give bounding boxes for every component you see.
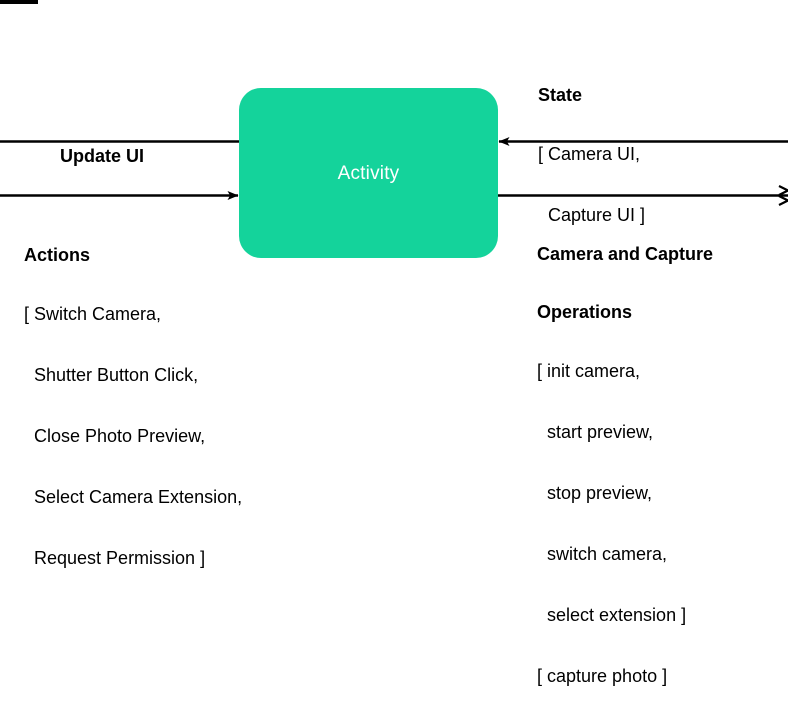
edge-label-actions: Actions [ Switch Camera, Shutter Button … [24,208,242,607]
edge-label-camera-operations-item: switch camera, [537,544,668,564]
edge-label-state: State [ Camera UI, Capture UI ] [538,48,645,264]
edge-label-camera-operations-item: start preview, [537,422,654,442]
edge-label-camera-operations-item: select extension ] [537,605,687,625]
edge-label-camera-operations-item: [ init camera, [537,361,641,381]
diagram-canvas: Activity Update UI State [ Camera UI, Ca… [0,0,788,686]
edge-label-actions-item: [ Switch Camera, [24,304,162,324]
edge-label-state-item: Capture UI ] [538,205,646,225]
edge-label-actions-item: Request Permission ] [24,548,206,568]
edge-label-actions-title: Actions [24,245,91,265]
edge-label-update-ui: Update UI [60,109,144,203]
activity-node-label: Activity [337,162,400,184]
arrowhead-right-clipped [778,185,788,196]
edge-label-actions-item: Shutter Button Click, [24,365,199,385]
clipped-top-left-bar [0,0,38,4]
edge-label-actions-item: Close Photo Preview, [24,426,206,446]
edge-label-state-title: State [538,85,583,105]
edge-label-actions-item: Select Camera Extension, [24,487,243,507]
edge-label-camera-operations: Camera and Capture Operations [ init cam… [537,207,713,725]
edge-label-state-item: [ Camera UI, [538,144,641,164]
edge-label-camera-operations-title-line-1: Camera and Capture [537,244,714,264]
edge-label-camera-operations-title-line-2: Operations [537,302,633,322]
activity-node[interactable]: Activity [239,88,498,258]
edge-label-update-ui-title: Update UI [60,146,145,166]
edge-label-camera-operations-item: [ capture photo ] [537,666,668,686]
edge-label-camera-operations-item: stop preview, [537,483,653,503]
arrowhead-right-clipped-lower [778,195,788,206]
